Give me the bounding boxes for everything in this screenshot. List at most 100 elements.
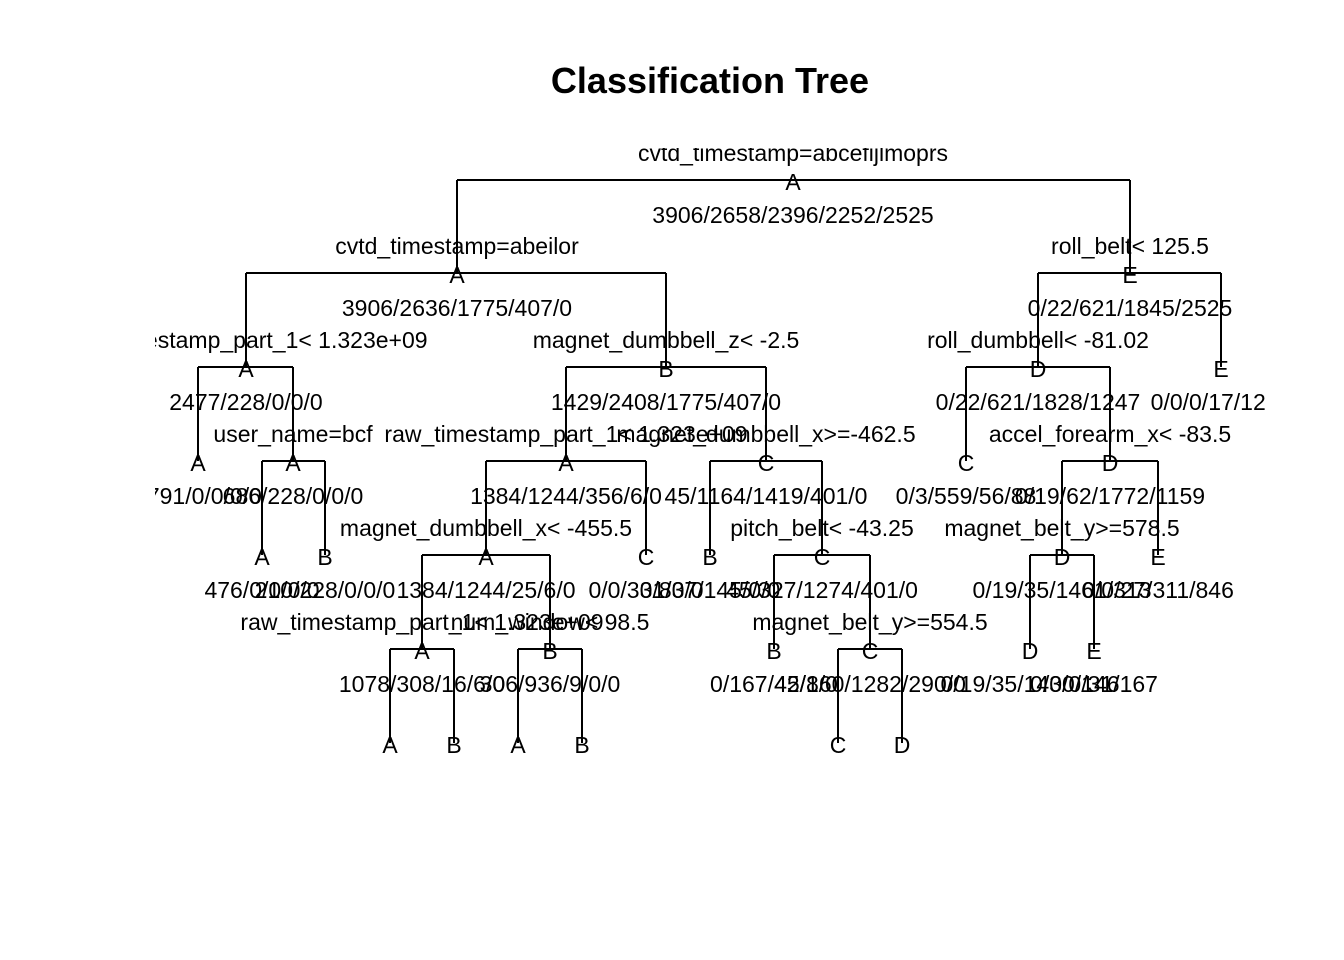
tree-node-n2: cvtd_timestamp=abeilorA3906/2636/1775/40… [335,233,579,321]
tree-node-n32: C [830,732,847,758]
node-class-label: C [814,544,831,570]
tree-node-n3: roll_belt< 125.5E0/22/621/1845/2525 [1028,233,1233,321]
tree-branch-n20 [1029,554,1095,649]
tree-node-n21: E0/0/27/311/846 [1082,544,1234,603]
node-split-label: raw_timestamp_part_1< 1.323e+09 [240,609,603,635]
tree-node-n14: A 476/0/0/0/0 [204,544,319,603]
tree-node-n22: raw_timestamp_part_1< 1.323e+09A 1078/308… [240,609,603,697]
tree-node-n16: magnet_dumbbell_x< -455.5A1384/1244/25/6… [340,515,632,603]
node-class-label: D [1022,638,1039,664]
node-class-counts: 3906/2658/2396/2252/2525 [652,202,933,228]
node-class-counts: 0/0/331/0/0 [588,577,703,603]
node-split-label: magnet_dumbbell_x>=-462.5 [616,421,915,447]
node-class-label: A [785,169,801,195]
node-class-counts: 45/327/1274/401/0 [726,577,918,603]
node-split-label: magnet_belt_y>=578.5 [944,515,1179,541]
tree-branch-n22 [389,648,455,743]
node-class-label: D [1054,544,1071,570]
node-class-label: C [638,544,655,570]
tree-node-n4: raw_timestamp_part_1< 1.323e+09A2477/228… [155,327,428,415]
node-class-label: A [478,544,494,570]
node-class-label: D [1102,450,1119,476]
node-class-label: B [658,356,673,382]
tree-node-n18: B 0/837/145/0/0 [640,544,781,603]
node-class-label: B [317,544,332,570]
node-class-counts: 476/0/0/0/0 [204,577,319,603]
node-class-label: B [702,544,717,570]
node-class-counts: 0/22/621/1828/1247 [936,389,1141,415]
tree-node-n31: B [574,732,589,758]
node-class-counts: 0/167/42/8/0 [710,671,838,697]
node-class-label: A [414,638,430,664]
node-class-counts: 1384/1244/25/6/0 [396,577,575,603]
node-class-counts: 1384/1244/356/6/0 [470,483,662,509]
node-class-counts: 0/837/145/0/0 [640,577,781,603]
tree-plot: cvtd_timestamp=abcefijlmoprsA3906/2658/2… [134,148,1292,758]
tree-node-n23: num_window< 98.5B 306/936/9/0/0 [451,609,650,697]
node-class-counts: 1078/308/16/6/0 [339,671,505,697]
tree-node-n7: E 0/0/0/17/1278 [1151,356,1292,415]
tree-node-n10: raw_timestamp_part_1< 1.323e+09A1384/124… [384,421,747,509]
tree-branch-n11 [709,460,823,555]
node-class-counts: 2477/228/0/0/0 [169,389,322,415]
node-split-label: accel_forearm_x< -83.5 [989,421,1231,447]
node-class-label: A [285,450,301,476]
node-split-label: num_window< 98.5 [451,609,650,635]
node-class-label: D [894,732,911,758]
tree-node-n17: C 0/0/331/0/0 [588,544,703,603]
node-class-label: D [1030,356,1047,382]
tree-node-n20: magnet_belt_y>=578.5D 0/19/35/1461/313 [944,515,1179,603]
tree-branch-n25 [837,648,903,743]
tree-branch-n6 [965,366,1111,461]
tree-branch-n5 [565,366,767,461]
node-class-counts: 1791/0/0/0/0 [134,483,262,509]
tree-node-n12: C 0/3/559/56/88 [896,450,1037,509]
node-class-label: A [238,356,254,382]
node-class-counts: 0/19/62/1772/1159 [1015,483,1205,509]
chart-title: Classification Tree [551,60,869,101]
node-class-counts: 686/228/0/0/0 [223,483,364,509]
node-class-label: B [574,732,589,758]
node-split-label: magnet_dumbbell_z< -2.5 [533,327,800,353]
node-class-label: E [1086,638,1101,664]
node-class-label: A [190,450,206,476]
node-class-label: C [958,450,975,476]
node-class-counts: 0/3/559/56/88 [896,483,1037,509]
tree-node-n11: magnet_dumbbell_x>=-462.5C 45/1164/1419/4… [616,421,915,509]
tree-branch-n1 [456,179,1131,273]
tree-branch-n16 [421,554,551,649]
node-class-counts: 0/0/0/17/1278 [1151,389,1292,415]
node-class-counts: 3906/2636/1775/407/0 [342,295,572,321]
node-class-label: A [382,732,398,758]
node-class-label: A [254,544,270,570]
node-class-label: A [449,262,465,288]
node-split-label: magnet_belt_y>=554.5 [752,609,987,635]
tree-node-n13: accel_forearm_x< -83.5D 0/19/62/1772/1159 [989,421,1231,509]
tree-branch-n4 [197,366,294,461]
node-class-label: B [542,638,557,664]
tree-branch-n9 [261,460,326,555]
node-class-counts: 306/936/9/0/0 [480,671,621,697]
tree-node-n26: D0/19/35/1430/146 [940,638,1119,697]
node-class-counts: 45/1164/1419/401/0 [665,483,868,509]
node-class-label: E [1122,262,1137,288]
tree-node-n30: A [510,732,526,758]
node-class-counts: 210/228/0/0/0 [255,577,396,603]
tree-node-n8: A 1791/0/0/0/0 [134,450,262,509]
tree-node-n1: cvtd_timestamp=abcefijlmoprsA3906/2658/2… [638,148,948,228]
node-class-label: C [758,450,775,476]
node-class-counts: 0/19/35/1461/313 [972,577,1151,603]
node-class-counts: 1429/2408/1775/407/0 [551,389,781,415]
tree-node-n29: B [446,732,461,758]
node-split-label: raw_timestamp_part_1< 1.323e+09 [384,421,747,447]
node-class-counts: 0/22/621/1845/2525 [1028,295,1233,321]
tree-node-n27: E0/0/0/31/167 [1030,638,1158,697]
node-class-label: A [510,732,526,758]
node-class-label: E [1213,356,1228,382]
tree-branch-n3 [1037,272,1222,367]
